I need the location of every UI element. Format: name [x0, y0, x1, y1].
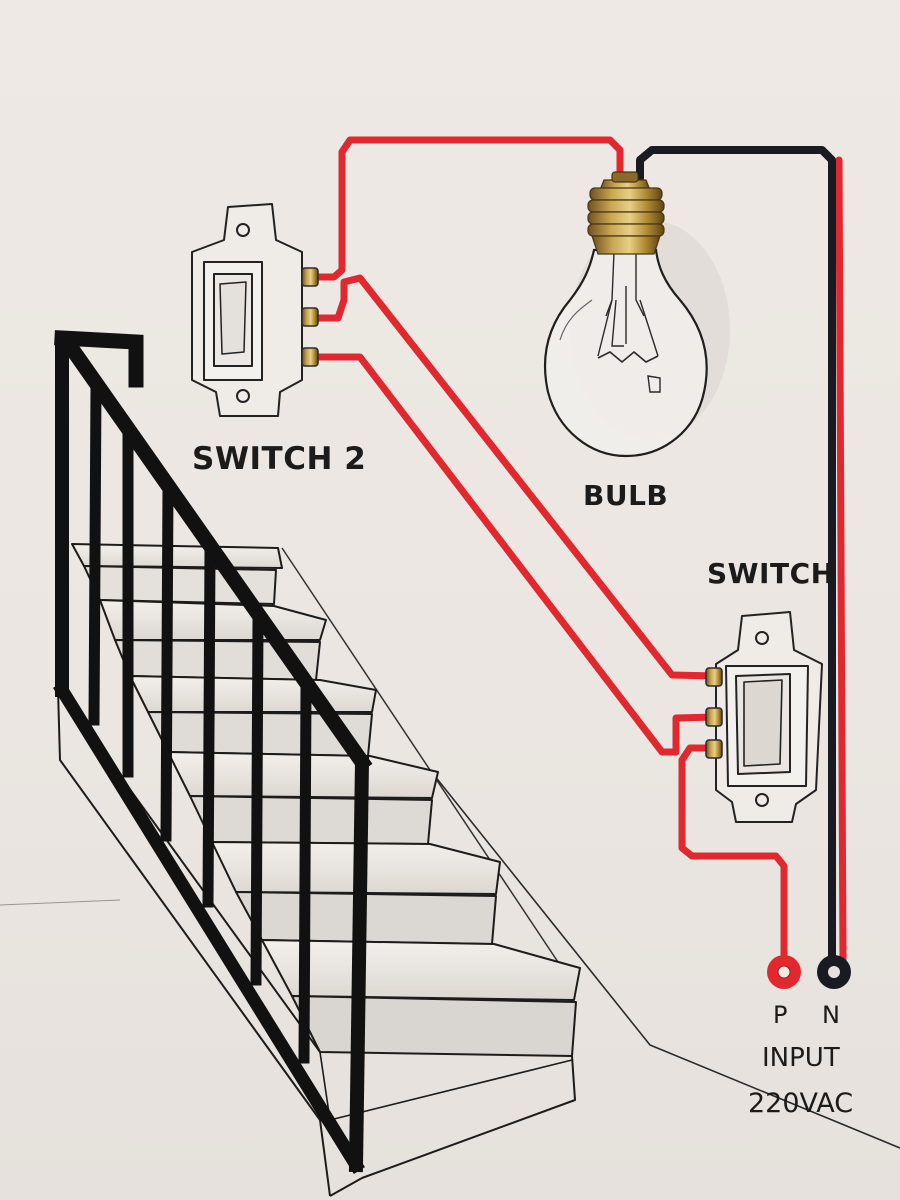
phase-terminal	[767, 955, 801, 989]
phase-label: P	[773, 1001, 788, 1029]
voltage-label: 220VAC	[748, 1088, 854, 1119]
bulb-label: BULB	[583, 479, 669, 512]
switch2	[191, 203, 319, 417]
neutral-terminal	[817, 955, 851, 989]
input-terminals	[767, 955, 851, 989]
neutral-wire	[636, 146, 847, 964]
stair-railing	[53, 330, 373, 1174]
input-label: INPUT	[762, 1043, 840, 1073]
neutral-label: N	[822, 1001, 840, 1029]
switch2-terminals	[301, 267, 319, 367]
live-wires	[312, 136, 788, 964]
bulb-cap	[587, 171, 665, 255]
switch-label: SWITCH	[707, 557, 835, 590]
switch-terminals	[705, 667, 723, 759]
light-bulb	[543, 171, 730, 458]
switch	[705, 611, 823, 823]
switch2-label: SWITCH 2	[192, 441, 367, 477]
